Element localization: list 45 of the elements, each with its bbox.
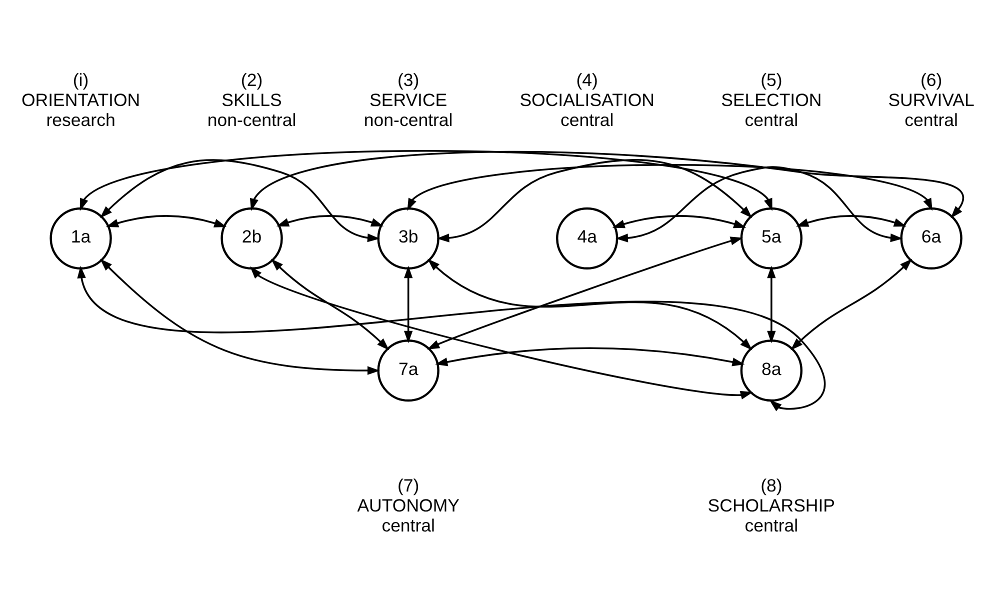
label: non-central xyxy=(364,110,453,130)
arrow xyxy=(77,265,826,411)
label: central xyxy=(744,514,798,535)
label: (i) xyxy=(72,70,89,90)
label: central xyxy=(904,110,958,130)
arrow xyxy=(427,236,743,350)
label: non-central xyxy=(207,110,296,130)
label: SELECTION xyxy=(721,90,822,110)
arrow xyxy=(616,166,903,242)
label: (7) xyxy=(397,474,420,495)
label: SOCIALISATION xyxy=(520,90,655,110)
label: SKILLS xyxy=(222,90,282,110)
arrow xyxy=(796,214,906,226)
label: central xyxy=(744,110,798,130)
arrow xyxy=(100,258,380,374)
label: (3) xyxy=(397,70,420,90)
label: (2) xyxy=(240,70,263,90)
arrow xyxy=(276,214,384,226)
label: central xyxy=(560,110,614,130)
label: (8) xyxy=(760,474,782,495)
arrow xyxy=(790,258,912,350)
arrow xyxy=(250,266,753,399)
arrow xyxy=(435,346,745,366)
arrow xyxy=(436,158,752,242)
arrow xyxy=(428,258,752,350)
label: (4) xyxy=(576,70,598,90)
label: SURVIVAL xyxy=(888,90,974,110)
node-circle: 4a xyxy=(556,206,618,270)
label: ORIENTATION xyxy=(21,90,140,110)
label: (6) xyxy=(920,70,942,90)
arrow xyxy=(404,265,413,343)
label: research xyxy=(46,110,116,130)
arrow xyxy=(407,164,932,210)
arrow xyxy=(250,150,964,218)
label: (5) xyxy=(760,70,782,90)
arrow xyxy=(612,214,746,228)
label: SCHOLARSHIP xyxy=(708,494,836,515)
label: SERVICE xyxy=(370,90,448,110)
label: AUTONOMY xyxy=(357,494,460,515)
arrow xyxy=(767,265,776,343)
label: central xyxy=(382,514,435,535)
arrow xyxy=(80,150,772,210)
arrow xyxy=(270,258,390,350)
arrow xyxy=(100,158,380,242)
arrow xyxy=(106,214,227,227)
